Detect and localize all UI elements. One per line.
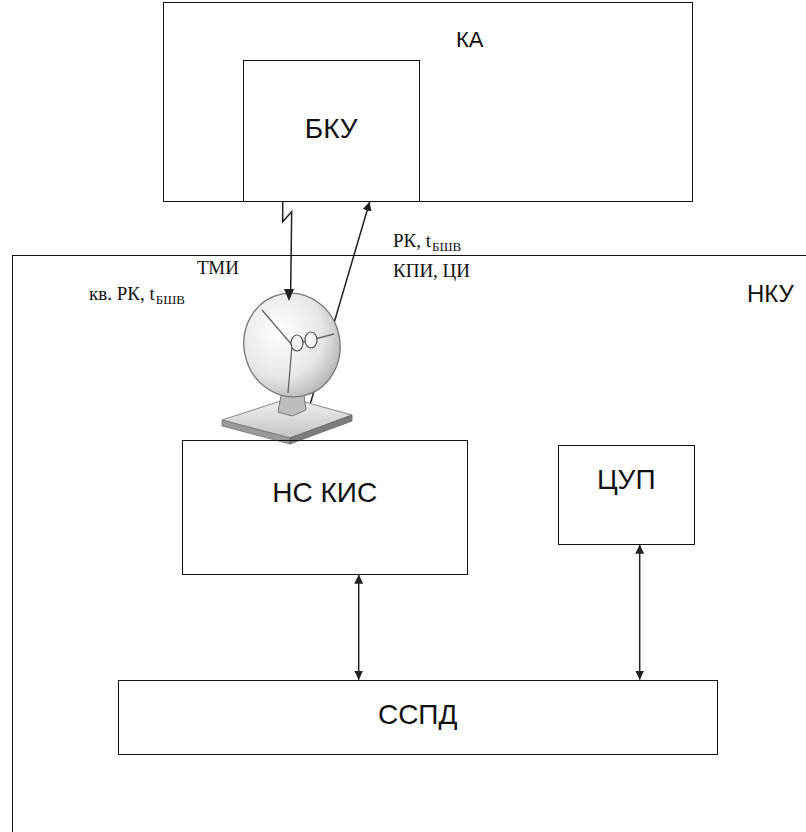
- antenna-feed: [305, 332, 317, 348]
- antenna-feed: [291, 335, 303, 351]
- signal-label: ТМИ: [196, 258, 240, 279]
- node-label: БКУ: [305, 113, 358, 145]
- node-label: ССПД: [378, 699, 458, 731]
- spacecraft-box: КА БКУ: [163, 2, 693, 202]
- antenna-strut: [262, 310, 292, 345]
- subscript-label: БШВ: [155, 293, 186, 307]
- ground-station-box: НС КИС: [182, 440, 468, 575]
- antenna-strut: [288, 345, 292, 393]
- connector-arrow: [639, 545, 641, 680]
- node-label: ЦУП: [597, 464, 656, 496]
- antenna-dish: [234, 284, 350, 406]
- onboard-unit-box: БКУ: [243, 60, 420, 202]
- signal-label: КПИ, ЦИ: [392, 261, 471, 282]
- data-network-box: ССПД: [118, 680, 718, 755]
- signal-label: кв. РК, t: [88, 284, 156, 305]
- node-label: НС КИС: [272, 477, 377, 509]
- arrow-head: [284, 289, 294, 301]
- ground-complex-box: НКУ НС КИС ЦУП ССПД: [12, 255, 806, 832]
- signal-label: РК, t: [392, 231, 432, 252]
- subscript-label: БШВ: [431, 240, 462, 254]
- control-center-box: ЦУП: [558, 445, 695, 545]
- node-label: НКУ: [747, 280, 794, 308]
- connector-arrow: [358, 575, 360, 680]
- node-label: КА: [456, 27, 484, 53]
